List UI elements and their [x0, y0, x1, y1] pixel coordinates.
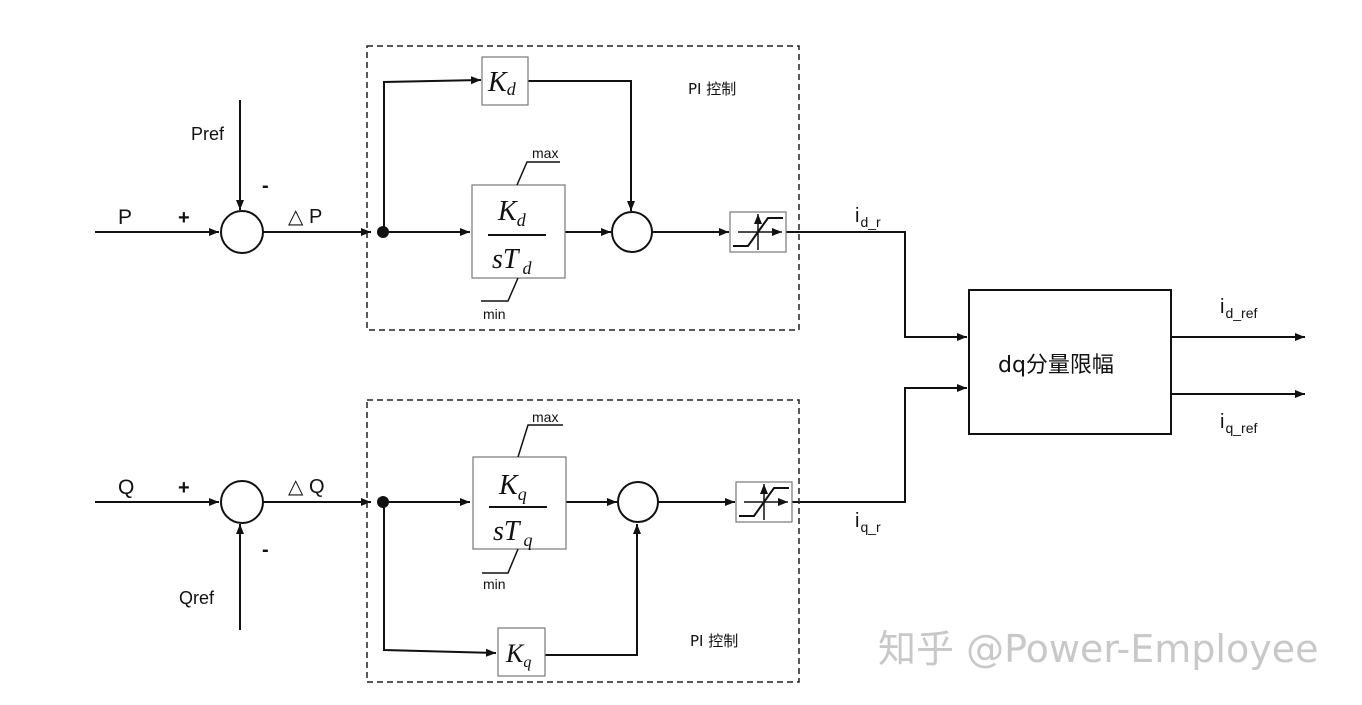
q-minus-sign: -: [262, 539, 269, 561]
q-label: Q: [118, 476, 134, 499]
q-pi-sum-junction: [617, 481, 659, 523]
kq-to-sum-line: [545, 524, 641, 656]
pi-top-label: PI 控制: [688, 80, 736, 98]
p-pi-sum-junction: [611, 211, 653, 253]
q-sum-junction: [220, 480, 264, 524]
dq-limiter-block: [968, 289, 1172, 435]
q-integral-block: [472, 456, 567, 550]
pi-top-frame: [366, 45, 800, 331]
p-label: P: [118, 206, 132, 229]
iq-r-line: [792, 384, 967, 503]
pref-label: Pref: [191, 124, 225, 144]
p-loop: [95, 76, 967, 341]
delta-p-label: △ P: [288, 206, 322, 228]
p-max-label: max: [532, 145, 558, 161]
kq-block: [497, 627, 546, 677]
q-saturation-block: [735, 481, 793, 523]
q-min-label: min: [483, 576, 506, 592]
p-plus-sign: +: [178, 207, 190, 229]
p-min-label: min: [483, 306, 506, 322]
kd-to-sum-line: [528, 80, 635, 211]
p-min-mark: [481, 277, 519, 302]
p-integral-numerator: Kd: [497, 196, 527, 230]
id-r-line: [786, 231, 967, 341]
p-proportional-branch: [383, 76, 482, 232]
q-loop: [95, 384, 967, 657]
q-plus-sign: +: [178, 477, 190, 499]
watermark: 知乎 @Power-Employee: [878, 627, 1318, 671]
p-integral-block: [471, 184, 566, 279]
q-max-label: max: [532, 409, 558, 425]
id-ref-label: id_ref: [1220, 296, 1257, 321]
p-max-mark: [516, 161, 560, 186]
p-minus-sign: -: [262, 175, 269, 197]
q-branch-node: [377, 496, 389, 508]
p-saturation-block: [729, 211, 787, 253]
q-integral-numerator: Kq: [498, 470, 527, 504]
qref-label: Qref: [179, 588, 215, 608]
iq-r-label: iq_r: [855, 510, 881, 535]
pi-bottom-label: PI 控制: [690, 632, 738, 650]
kq-label: Kq: [505, 639, 531, 671]
p-sum-junction: [220, 210, 264, 254]
q-max-mark: [517, 424, 563, 458]
kd-label: Kd: [487, 67, 517, 99]
pi-bottom-frame: [366, 399, 800, 683]
p-branch-node: [377, 226, 389, 238]
q-min-mark: [482, 548, 519, 574]
dq-limiter-label: dq分量限幅: [998, 353, 1114, 378]
q-proportional-branch: [383, 502, 497, 657]
id-r-label: id_r: [855, 205, 881, 230]
kd-block: [481, 56, 529, 106]
iq-ref-label: iq_ref: [1220, 411, 1257, 436]
delta-q-label: △ Q: [288, 476, 325, 498]
